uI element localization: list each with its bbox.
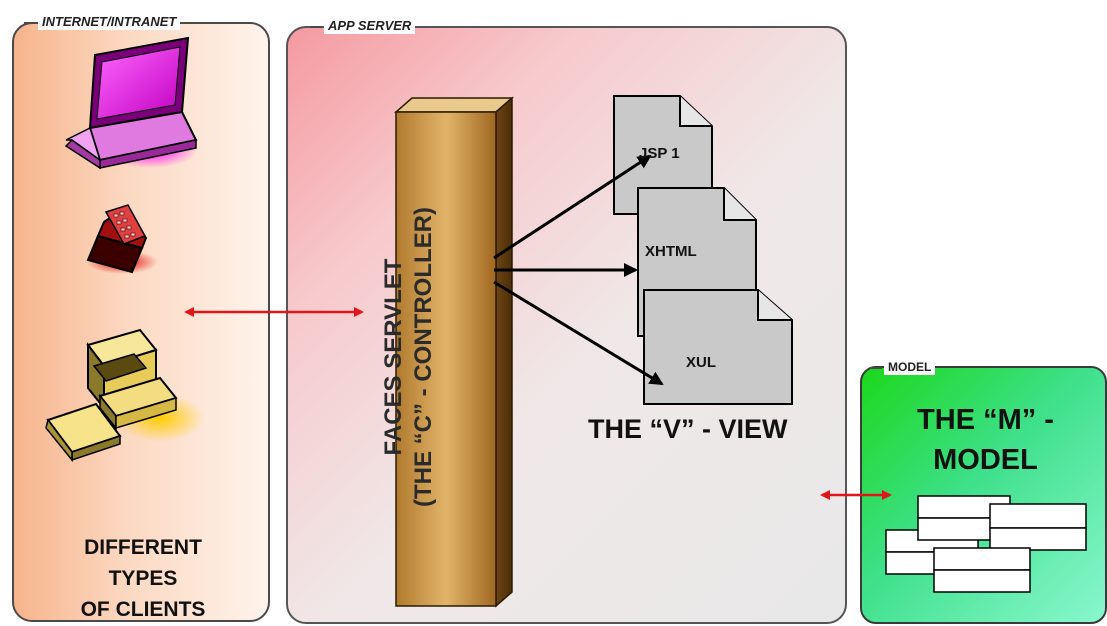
model-records-icon xyxy=(886,496,1086,592)
dispatch-arrow-xul xyxy=(494,282,662,384)
mobile-phone-icon xyxy=(86,205,158,274)
laptop-icon xyxy=(66,38,198,168)
page-label-jsp: JSP 1 xyxy=(639,145,680,162)
faces-servlet-line-1: FACES SERVLET xyxy=(379,207,409,507)
page-xul-icon xyxy=(644,290,792,404)
desktop-computer-icon xyxy=(46,330,204,460)
faces-servlet-line-2: (THE “C” - CONTROLLER) xyxy=(409,207,439,507)
page-label-xul: XUL xyxy=(686,354,716,371)
page-label-xhtml: XHTML xyxy=(645,243,697,260)
view-caption: THE “V” - VIEW xyxy=(588,414,788,445)
